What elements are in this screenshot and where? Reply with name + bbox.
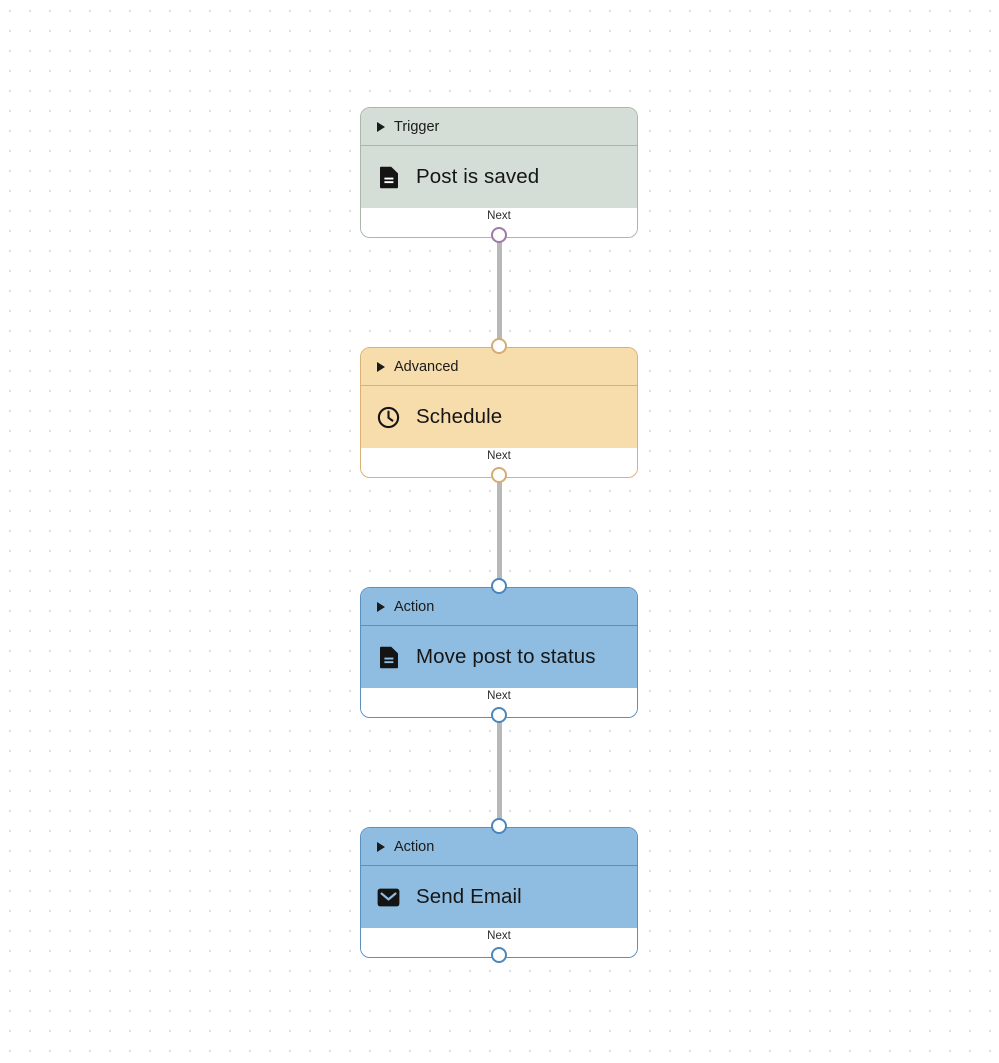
input-port-action-1[interactable] <box>491 578 507 594</box>
disclosure-triangle-icon[interactable] <box>377 841 385 852</box>
node-body-action-1[interactable]: Move post to status <box>361 626 637 688</box>
input-port-action-2[interactable] <box>491 818 507 834</box>
next-label: Next <box>487 450 511 462</box>
document-icon <box>377 645 400 670</box>
output-port-advanced[interactable] <box>491 467 507 483</box>
document-icon <box>377 165 400 190</box>
node-title: Move post to status <box>416 645 596 668</box>
output-port-trigger[interactable] <box>491 227 507 243</box>
disclosure-triangle-icon[interactable] <box>377 601 385 612</box>
edge-action-1-to-action-2[interactable] <box>497 716 502 826</box>
edge-trigger-to-advanced[interactable] <box>497 236 502 346</box>
workflow-node-advanced-schedule[interactable]: Advanced Schedule Next <box>360 347 638 478</box>
node-body-action-2[interactable]: Send Email <box>361 866 637 928</box>
node-title: Send Email <box>416 885 522 908</box>
node-body-trigger[interactable]: Post is saved <box>361 146 637 208</box>
node-body-advanced[interactable]: Schedule <box>361 386 637 448</box>
node-category-label: Action <box>394 838 435 855</box>
disclosure-triangle-icon[interactable] <box>377 361 385 372</box>
node-title: Schedule <box>416 405 503 428</box>
node-header-action-2[interactable]: Action <box>361 828 637 866</box>
edge-advanced-to-action-1[interactable] <box>497 476 502 586</box>
envelope-icon <box>377 885 400 910</box>
next-label: Next <box>487 930 511 942</box>
workflow-node-action-move-post-to-status[interactable]: Action Move post to status Next <box>360 587 638 718</box>
node-header-trigger[interactable]: Trigger <box>361 108 637 146</box>
disclosure-triangle-icon[interactable] <box>377 121 385 132</box>
node-category-label: Trigger <box>394 118 440 135</box>
next-label: Next <box>487 690 511 702</box>
output-port-action-1[interactable] <box>491 707 507 723</box>
output-port-action-2[interactable] <box>491 947 507 963</box>
workflow-node-trigger-post-is-saved[interactable]: Trigger Post is saved Next <box>360 107 638 238</box>
node-category-label: Action <box>394 598 435 615</box>
node-category-label: Advanced <box>394 358 459 375</box>
input-port-advanced[interactable] <box>491 338 507 354</box>
node-title: Post is saved <box>416 165 540 188</box>
clock-icon <box>377 405 400 430</box>
node-header-advanced[interactable]: Advanced <box>361 348 637 386</box>
next-label: Next <box>487 210 511 222</box>
workflow-node-action-send-email[interactable]: Action Send Email Next <box>360 827 638 958</box>
node-header-action-1[interactable]: Action <box>361 588 637 626</box>
